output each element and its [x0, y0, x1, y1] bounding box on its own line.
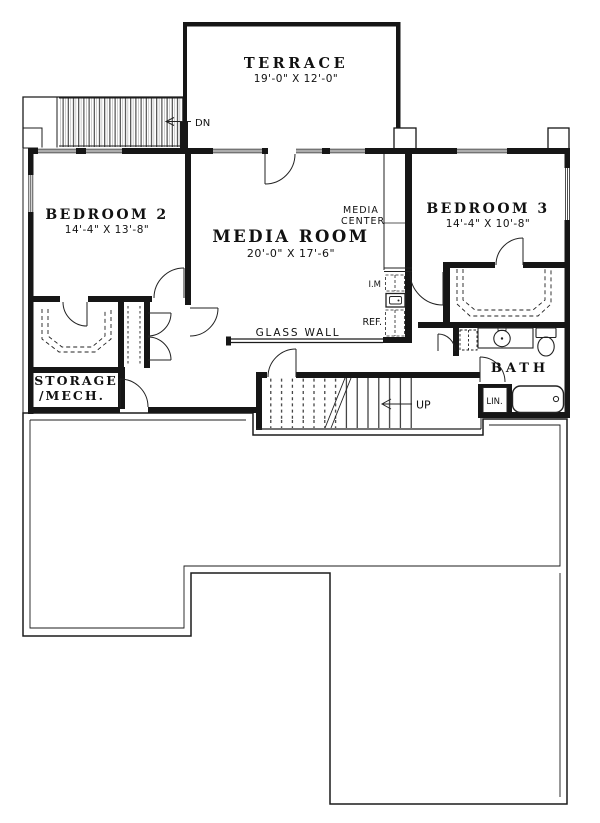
media-room-label: MEDIA ROOM: [212, 227, 369, 246]
bath-door: [479, 356, 506, 383]
storage-door: [119, 378, 149, 408]
stair-treads: [342, 378, 414, 428]
bedroom2-dims: 14'-4" X 13'-8": [65, 224, 149, 236]
ice-maker-label: I.M: [368, 280, 381, 290]
doors: [62, 153, 524, 408]
bedroom3-label: BEDROOM 3: [426, 201, 549, 217]
glass-wall-label: GLASS WALL: [256, 327, 341, 339]
appliance-box: [385, 292, 406, 308]
bedroom3-closet-door: [495, 237, 524, 266]
window: [27, 175, 34, 212]
media-center-label-line1: MEDIA: [343, 205, 379, 216]
media-center-label-line2: CENTER: [341, 216, 385, 227]
vanity-counter: [477, 327, 534, 349]
stairs: [256, 377, 482, 430]
window: [457, 147, 507, 155]
window: [213, 147, 262, 155]
hall-closet-double-doors: [147, 312, 172, 361]
dn-label: DN: [195, 118, 210, 129]
bath-fixtures: [477, 327, 565, 414]
deck: [22, 96, 191, 149]
media-center-cabinet: [383, 154, 412, 337]
toilet: [535, 327, 557, 357]
storage-label-line2: /MECH.: [39, 388, 105, 403]
linen-label: LIN.: [486, 397, 502, 407]
hall-door: [189, 307, 219, 337]
bedroom3-door: [409, 271, 444, 306]
labels: TERRACE 19'-0" X 12'-0" BEDROOM 2 14'-4"…: [34, 55, 549, 412]
closet-rods: [41, 269, 552, 364]
up-arrow: [380, 398, 412, 410]
ice-maker-cabinet: [385, 274, 405, 292]
windows: [27, 147, 571, 220]
window: [564, 168, 571, 220]
storage-label-line1: STORAGE: [34, 373, 118, 388]
refrigerator-label: REF.: [362, 317, 382, 328]
bedroom3-dims: 14'-4" X 10'-8": [446, 218, 530, 230]
lower-level-outline: [22, 148, 568, 805]
bedroom2-door: [153, 267, 185, 299]
deck-boards: [59, 98, 183, 147]
deck-post: [547, 127, 570, 150]
stair-treads-dashed: [264, 378, 342, 428]
bath-label: BATH: [491, 361, 549, 376]
linen-closet: [482, 387, 508, 413]
terrace-walls: [180, 22, 401, 150]
window: [38, 147, 76, 155]
terrace-dims: 19'-0" X 12'-0": [254, 73, 338, 85]
refrigerator-cabinet: [385, 309, 405, 337]
terrace-label: TERRACE: [244, 55, 348, 72]
stair-door: [267, 348, 297, 378]
bathtub: [511, 385, 565, 414]
media-room-dims: 20'-0" X 17'-6": [247, 247, 335, 260]
bedroom2-closet-door: [62, 301, 88, 327]
deck-post: [393, 127, 417, 150]
glass-wall: [226, 336, 383, 346]
terrace-door: [264, 153, 296, 185]
up-label: UP: [416, 399, 431, 412]
window: [296, 147, 322, 155]
bedroom2-label: BEDROOM 2: [45, 207, 168, 223]
deck-posts: [393, 127, 570, 150]
bath-corner-door: [437, 333, 456, 352]
interior-walls: [28, 148, 570, 430]
window: [330, 147, 365, 155]
window: [86, 147, 122, 155]
